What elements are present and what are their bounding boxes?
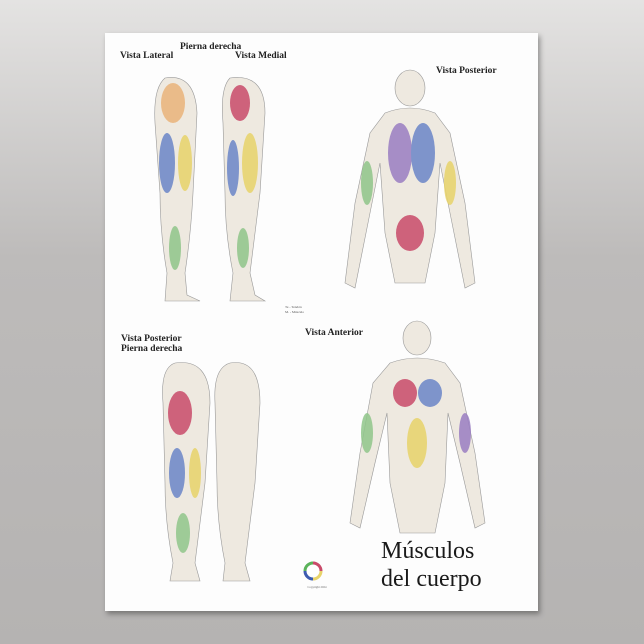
copyright: Copyright 2024 [307, 585, 327, 589]
legend-muscle: M. - Músculo [285, 309, 305, 314]
title-line-2: del cuerpo [381, 565, 482, 592]
abbreviation-legend: Te - Tendón M. - Músculo [285, 305, 304, 314]
posterior-leg-heading-line2: Pierna derecha [121, 343, 183, 354]
posterior-leg-bones-figure [214, 362, 261, 582]
posterior-leg-heading-line1: Vista Posterior [121, 334, 182, 344]
anatomy-poster: Pierna derecha Vista Lateral Vista Media… [105, 33, 538, 611]
muscle-illustrations [154, 69, 486, 582]
poster-title: Músculos del cuerpo [381, 538, 482, 593]
anterior-view-heading: Vista Anterior [305, 328, 363, 338]
legend-tendon: Te - Tendón [285, 305, 302, 309]
posterior-leg-heading: Vista Posterior Pierna derecha [121, 334, 183, 355]
lateral-view-heading: Vista Lateral [120, 51, 174, 61]
posterior-body-figure [344, 69, 476, 289]
medial-view-heading: Vista Medial [235, 51, 287, 61]
title-line-1: Músculos [381, 538, 475, 564]
leg-header: Pierna derecha [180, 42, 242, 52]
posterior-view-heading: Vista Posterior [436, 66, 497, 76]
logo-icon [303, 561, 323, 581]
medial-leg-figure [222, 77, 267, 302]
